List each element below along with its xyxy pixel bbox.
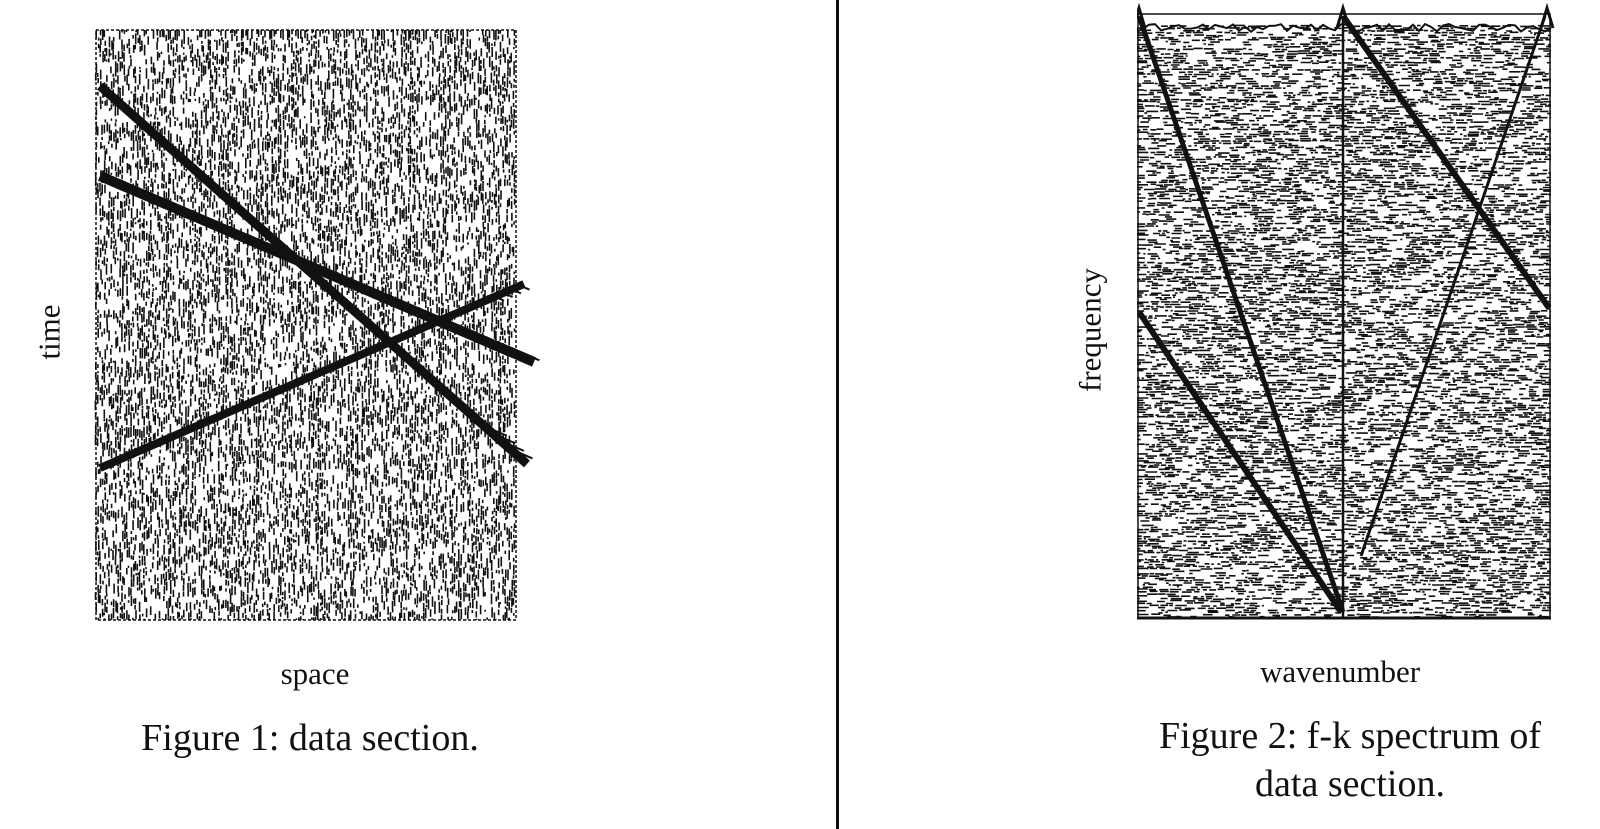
figure-1-image xyxy=(94,29,540,621)
figure-2-caption-line-1: Figure 2: f-k spectrum of xyxy=(1158,715,1542,757)
figure-1-x-axis-label: space xyxy=(280,656,350,691)
figure-1-event-rising-tail xyxy=(515,282,530,291)
figure-2-event-upper-right xyxy=(1340,14,1552,310)
figure-1-event-steep-tail xyxy=(500,436,516,445)
figure-1-event-shallow xyxy=(98,171,536,367)
figure-1-event-rising xyxy=(98,280,526,472)
figure-1-event-rising-tail xyxy=(498,290,513,298)
figure-1-caption: Figure 1: data section. xyxy=(141,717,479,759)
figure-2-event-steep-left xyxy=(1137,15,1346,613)
figure-1-data-section xyxy=(92,26,552,636)
figure-1-event-steep-tail xyxy=(518,451,533,460)
figure-1-event-shallow-tail xyxy=(524,353,540,362)
figure-1-event-steep-tail xyxy=(509,443,525,452)
column-divider xyxy=(836,0,839,829)
figure-2-image xyxy=(1137,2,1555,620)
figure-2-fk-spectrum xyxy=(1137,0,1570,640)
figure-2-caption-line-2: data section. xyxy=(1255,763,1445,805)
figure-1-event-steep-tail xyxy=(492,428,508,437)
figure-1-y-axis-label: time xyxy=(31,304,67,360)
figure-1-event-rising-tail xyxy=(506,286,522,295)
figure-2-event-lower-left xyxy=(1137,310,1344,614)
figure-2-event-rising-right xyxy=(1359,15,1547,557)
figure-1-event-rising-tail xyxy=(489,293,505,302)
figure-1-event-steep xyxy=(97,82,530,468)
figure-2-y-axis-label: frequency xyxy=(1072,268,1108,392)
figure-2-x-axis-label: wavenumber xyxy=(1259,654,1421,689)
figure-2-top-edge xyxy=(1137,22,1552,33)
figure-2-caption: Figure 2: f-k spectrum of data section. xyxy=(1130,712,1570,808)
figure-1-frame xyxy=(95,29,517,621)
